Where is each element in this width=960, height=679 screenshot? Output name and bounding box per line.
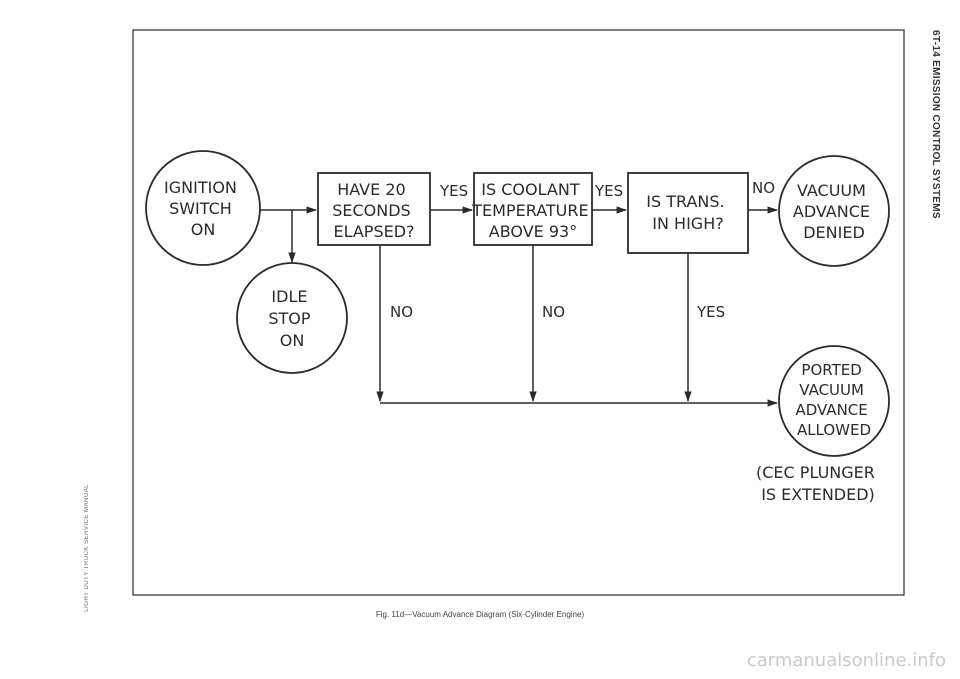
svg-text:PORTED VACUUM ADVA: PORTED VACUUM ADVANCE ALLOWED	[795, 361, 872, 439]
node-text-line: ON	[191, 220, 216, 239]
edge-label-yes: YES	[594, 182, 623, 200]
svg-text:HAVE 20 SECONDS EL: HAVE 20 SECONDS ELAPSED?	[332, 180, 416, 241]
edge-label-no: NO	[752, 179, 775, 197]
figure-caption: Fig. 11d—Vacuum Advance Diagram (Six-Cyl…	[375, 610, 585, 619]
node-text-line: ADVANCE	[793, 202, 870, 221]
node-text-line: IN HIGH?	[652, 214, 723, 233]
node-idle-stop-on: IDLE STOP ON	[236, 262, 348, 374]
node-text-line: SECONDS	[332, 201, 410, 220]
edge-label-no: NO	[390, 303, 413, 321]
node-is-trans-in-high: IS TRANS. IN HIGH?	[627, 172, 749, 254]
node-text-line: IS COOLANT	[481, 180, 580, 199]
node-text-line: HAVE 20	[337, 180, 405, 199]
svg-text:VACUUM ADVANCE DEN: VACUUM ADVANCE DENIED	[793, 181, 875, 242]
node-vacuum-advance-denied: VACUUM ADVANCE DENIED	[778, 155, 890, 267]
edge-label-yes: YES	[696, 303, 725, 321]
node-have-20-seconds-elapsed: HAVE 20 SECONDS ELAPSED?	[317, 172, 431, 246]
node-text-line: PORTED	[801, 361, 861, 379]
svg-text:IGNITION SWITCH ON: IGNITION SWITCH ON	[164, 178, 242, 239]
node-ported-vacuum-advance-allowed: PORTED VACUUM ADVANCE ALLOWED	[778, 345, 890, 457]
watermark: carmanualsonline.info	[746, 650, 946, 671]
diagram-frame	[132, 29, 905, 596]
edge-label-yes: YES	[439, 182, 468, 200]
svg-text:IS TRANS. IN HIGH?: IS TRANS. IN HIGH?	[646, 192, 729, 233]
node-ignition-switch-on: IGNITION SWITCH ON	[145, 150, 261, 266]
edge-label-no: NO	[542, 303, 565, 321]
node-text-line: ALLOWED	[797, 421, 871, 439]
node-text-line: IS TRANS.	[646, 192, 724, 211]
node-text-line: TEMPERATURE	[471, 201, 588, 220]
node-text-line: SWITCH	[169, 199, 232, 218]
node-text-line: DENIED	[803, 223, 865, 242]
node-text-line: ON	[280, 331, 305, 350]
node-text-line: VACUUM	[799, 381, 864, 399]
node-text-line: ABOVE 93°	[489, 222, 577, 241]
node-text-line: IDLE	[271, 287, 307, 306]
node-text-line: ADVANCE	[795, 401, 867, 419]
svg-text:IDLE STOP ON: IDLE STOP ON	[268, 287, 315, 350]
node-text-line: STOP	[268, 309, 311, 328]
node-is-coolant-temperature-above: IS COOLANT TEMPERATURE ABOVE 93°	[471, 172, 593, 246]
cec-plunger-note: (CEC PLUNGER IS EXTENDED)	[756, 463, 880, 504]
node-text-line: IGNITION	[164, 178, 237, 197]
node-text-line: ELAPSED?	[333, 222, 414, 241]
page-footer-vertical: LIGHT DUTY TRUCK SERVICE MANUAL	[84, 484, 90, 612]
page-header-vertical: 6T-14 EMISSION CONTROL SYSTEMS	[930, 30, 941, 219]
node-text-line: VACUUM	[797, 181, 866, 200]
svg-text:IS COOLANT TEMPERATURE: IS COOLANT TEMPERATURE ABOVE 93°	[471, 180, 593, 241]
